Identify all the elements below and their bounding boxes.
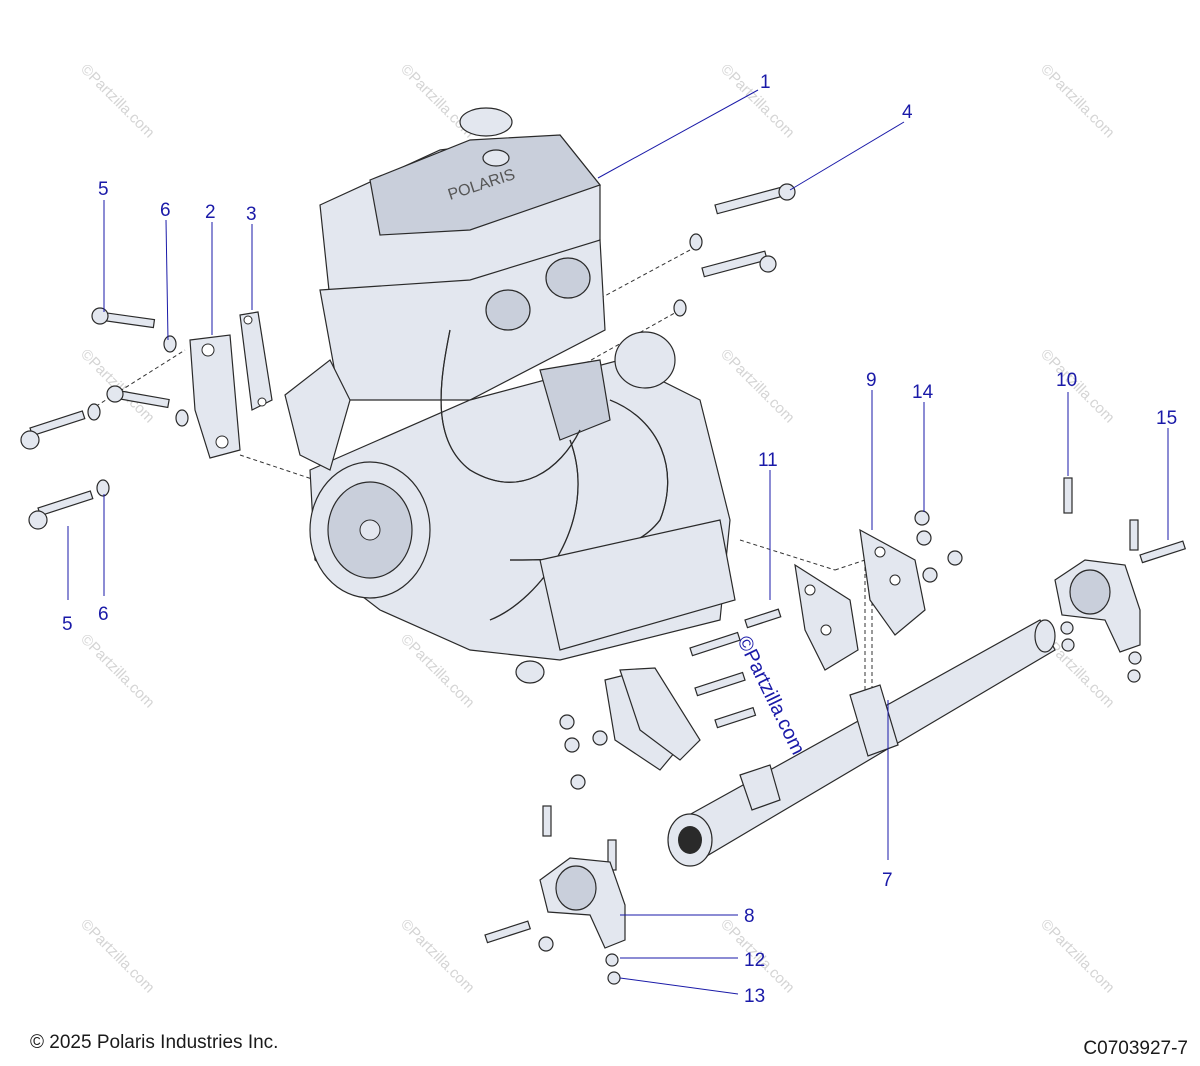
watermark: ©Partzilla.com xyxy=(1037,346,1118,427)
leader-lines xyxy=(67,89,1169,995)
mount-brackets xyxy=(604,528,926,771)
callout-5: 5 xyxy=(62,614,73,635)
watermark: ©Partzilla.com xyxy=(77,61,158,142)
upper-bolts xyxy=(673,183,796,317)
left-bolts xyxy=(20,307,189,530)
callout-labels: 1 2 3 4 5 5 6 6 7 8 9 10 11 12 13 14 15 xyxy=(62,72,1177,1007)
callout-6: 6 xyxy=(98,604,109,625)
partzilla-watermark: ©Partzilla.com xyxy=(733,633,809,759)
hardware-cluster xyxy=(484,477,1187,985)
callout-15: 15 xyxy=(1156,408,1177,429)
callout-11: 11 xyxy=(758,450,778,471)
assembly-lines xyxy=(89,249,873,690)
callout-10: 10 xyxy=(1056,370,1077,391)
watermark: ©Partzilla.com xyxy=(77,916,158,997)
watermark: ©Partzilla.com xyxy=(1037,61,1118,142)
callout-7: 7 xyxy=(882,870,893,891)
callout-14: 14 xyxy=(912,382,934,403)
callout-1: 1 xyxy=(760,72,771,93)
watermark: ©Partzilla.com xyxy=(397,916,478,997)
left-mount-bracket xyxy=(189,334,241,459)
callout-2: 2 xyxy=(205,202,216,223)
callout-5: 5 xyxy=(98,179,109,200)
watermark: ©Partzilla.com xyxy=(77,631,158,712)
callout-13: 13 xyxy=(744,986,765,1007)
right-mount xyxy=(1054,559,1141,653)
callout-4: 4 xyxy=(902,102,913,123)
lower-left-mount xyxy=(539,857,626,949)
callout-3: 3 xyxy=(246,204,257,225)
mount-shaft xyxy=(667,619,1056,867)
engine-assembly: POLARIS xyxy=(284,107,736,684)
watermark: ©Partzilla.com xyxy=(1037,916,1118,997)
watermark: ©Partzilla.com xyxy=(717,61,798,142)
diagram-code: C0703927-7 xyxy=(1083,1038,1188,1059)
left-mount-plate xyxy=(239,311,273,411)
callout-6: 6 xyxy=(160,200,171,221)
watermark: ©Partzilla.com xyxy=(717,346,798,427)
callout-9: 9 xyxy=(866,370,877,391)
callout-12: 12 xyxy=(744,950,765,971)
copyright-text: © 2025 Polaris Industries Inc. xyxy=(30,1032,279,1053)
callout-8: 8 xyxy=(744,906,755,927)
